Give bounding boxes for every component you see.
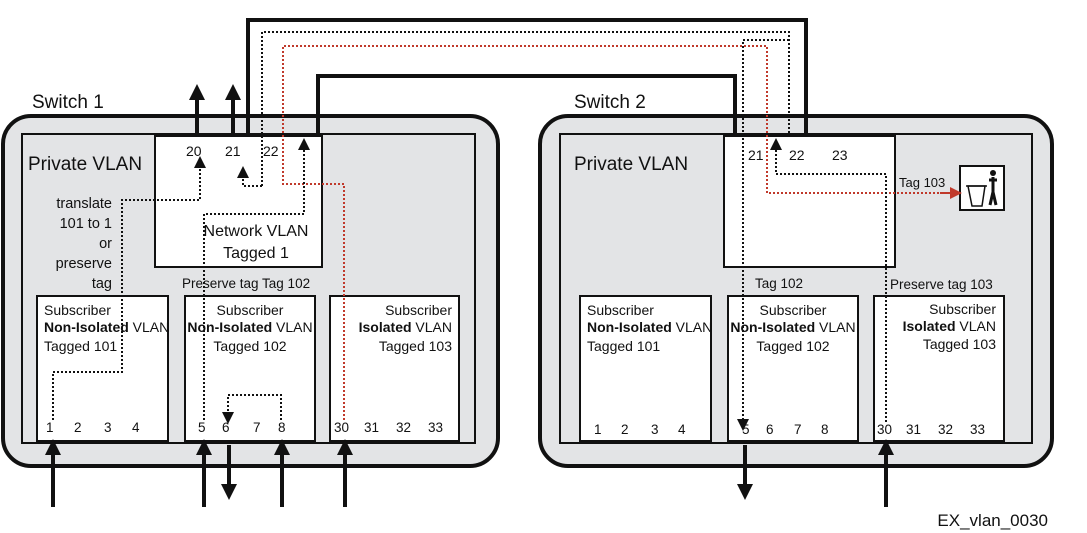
uplink-port-21: 21 — [748, 147, 764, 163]
port-label: 1 — [46, 420, 54, 435]
switch-1-pvlan-label: Private VLAN — [28, 154, 142, 175]
translate-note-line: translate — [56, 196, 112, 212]
uplink-port-20: 20 — [186, 143, 202, 159]
translate-note-line: 101 to 1 — [60, 216, 112, 232]
subscriber-label: Subscriber — [44, 302, 111, 318]
port-label: 31 — [906, 422, 921, 437]
tag-102-label: Tag 102 — [755, 276, 803, 291]
trunk-link-inner — [316, 74, 737, 136]
translate-note-line: tag — [92, 276, 112, 292]
port-label: 8 — [278, 420, 286, 435]
s2-subscriber-box-102: Subscriber Non-Isolated VLAN Tagged 102 … — [727, 295, 859, 442]
port-label: 32 — [396, 420, 411, 435]
subscriber-vlan-tag: Tagged 103 — [379, 338, 452, 354]
port-label: 30 — [877, 422, 892, 437]
port-label: 33 — [428, 420, 443, 435]
tagged-path-101 — [261, 31, 790, 186]
port-label: 3 — [104, 420, 112, 435]
tag-103-label: Tag 103 — [899, 175, 945, 190]
subscriber-vlan-tag: Tagged 102 — [756, 338, 829, 354]
subscriber-label: Subscriber — [760, 302, 827, 318]
switch-2-title: Switch 2 — [574, 92, 646, 113]
translate-note-line: or — [99, 236, 112, 252]
translate-note-line: preserve — [56, 256, 112, 272]
port-label: 5 — [742, 422, 750, 437]
uplink-port-22: 22 — [263, 143, 279, 159]
trash-can-icon — [959, 165, 1005, 211]
switch-2-pvlan-label: Private VLAN — [574, 154, 688, 175]
subscriber-vlan-type: Isolated VLAN — [903, 318, 996, 334]
port-label: 2 — [74, 420, 82, 435]
subscriber-box-101: Subscriber Non-Isolated VLAN Tagged 101 … — [36, 295, 169, 442]
subscriber-vlan-tag: Tagged 102 — [213, 338, 286, 354]
subscriber-vlan-type: Non-Isolated VLAN — [587, 319, 712, 335]
switch-1-title: Switch 1 — [32, 92, 104, 113]
uplink-port-22: 22 — [789, 147, 805, 163]
translate-note: translate 101 to 1 or preserve tag — [56, 196, 113, 292]
subscriber-label: Subscriber — [385, 302, 452, 318]
port-label: 6 — [766, 422, 774, 437]
trunk-link-outer — [246, 18, 808, 136]
external-arrows — [45, 84, 894, 507]
switch-1: Switch 1 Private VLAN translate 101 to 1… — [1, 92, 500, 468]
switch-2: Switch 2 Private VLAN 21 22 23 Tag 103 T… — [538, 92, 1054, 468]
uplink-port-21: 21 — [225, 143, 241, 159]
subscriber-vlan-type: Isolated VLAN — [359, 319, 452, 335]
port-label: 1 — [594, 422, 602, 437]
subscriber-vlan-tag: Tagged 101 — [587, 338, 660, 354]
switch-2-network-vlan-box — [723, 135, 896, 268]
s2-subscriber-box-101: Subscriber Non-Isolated VLAN Tagged 101 … — [579, 295, 712, 442]
port-label: 8 — [821, 422, 829, 437]
subscriber-vlan-type: Non-Isolated VLAN — [44, 319, 169, 335]
port-label: 7 — [253, 420, 261, 435]
network-vlan-label: Network VLAN — [204, 223, 309, 240]
uplink-port-23: 23 — [832, 147, 848, 163]
subscriber-label: Subscriber — [929, 301, 996, 317]
figure-id: EX_vlan_0030 — [937, 511, 1048, 530]
subscriber-vlan-tag: Tagged 103 — [923, 336, 996, 352]
network-vlan-box — [154, 135, 323, 268]
port-label: 3 — [651, 422, 659, 437]
port-label: 6 — [222, 420, 230, 435]
port-label: 32 — [938, 422, 953, 437]
network-vlan-tag: Tagged 1 — [223, 245, 289, 262]
port-label: 5 — [198, 420, 206, 435]
tag-103-path — [282, 45, 955, 420]
subscriber-vlan-type: Non-Isolated VLAN — [730, 319, 855, 335]
subscriber-box-102: Subscriber Non-Isolated VLAN Tagged 102 … — [184, 295, 316, 442]
preserve-tag-note: Preserve tag Tag 102 — [182, 276, 310, 291]
preserve-tag-103-note: Preserve tag 103 — [890, 277, 993, 292]
port-label: 4 — [678, 422, 686, 437]
port-label: 7 — [794, 422, 802, 437]
s2-subscriber-box-103: Subscriber Isolated VLAN Tagged 103 30 3… — [873, 295, 1005, 442]
subscriber-box-103: Subscriber Isolated VLAN Tagged 103 30 3… — [329, 295, 460, 442]
subscriber-label: Subscriber — [587, 302, 654, 318]
subscriber-vlan-tag: Tagged 101 — [44, 338, 117, 354]
port-label: 30 — [334, 420, 349, 435]
port-label: 31 — [364, 420, 379, 435]
subscriber-label: Subscriber — [217, 302, 284, 318]
port-label: 33 — [970, 422, 985, 437]
subscriber-vlan-type: Non-Isolated VLAN — [187, 319, 312, 335]
port-label: 4 — [132, 420, 140, 435]
trunk-links — [52, 18, 962, 431]
port-label: 2 — [621, 422, 629, 437]
